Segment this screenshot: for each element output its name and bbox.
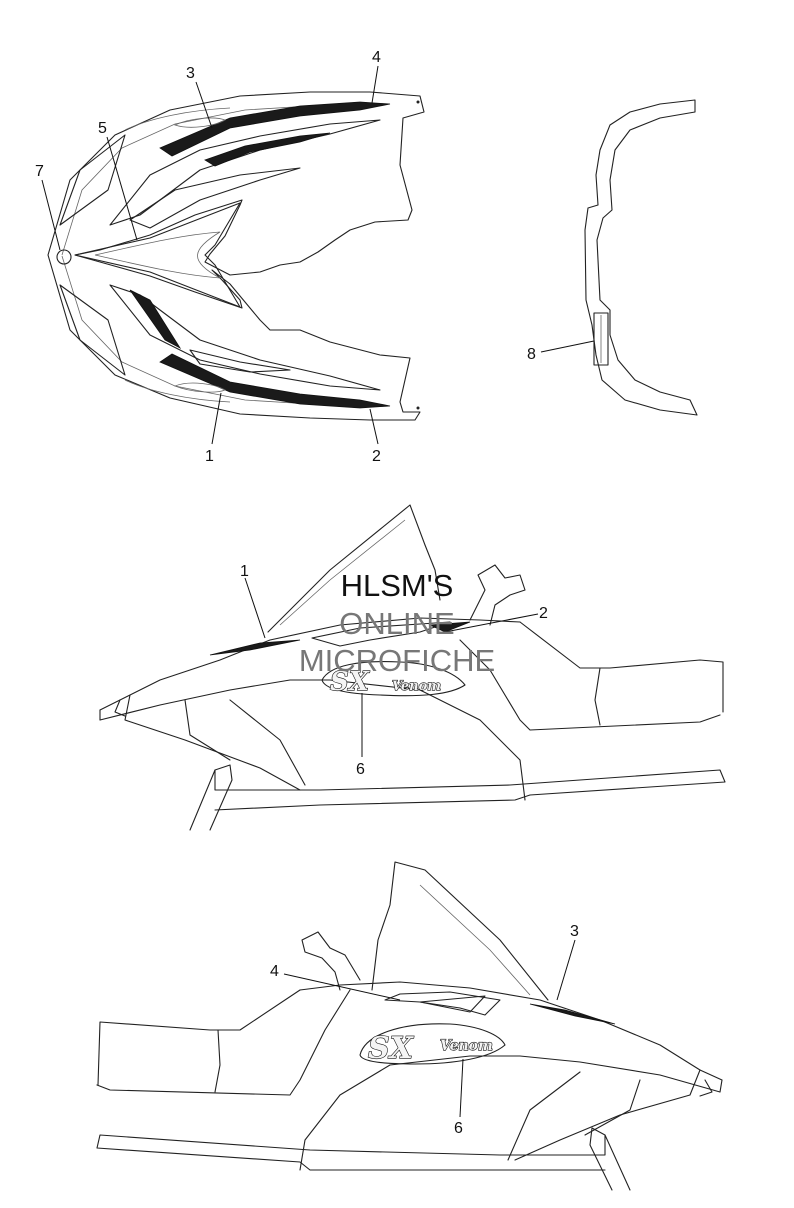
callout-top-1: 1 <box>205 448 214 465</box>
sx-venom-decal-right: SX Venom <box>359 1023 506 1067</box>
watermark: HLSM'S ONLINE MICROFICHE <box>299 568 495 678</box>
callout-right-3: 3 <box>570 923 579 940</box>
logo-venom-right: Venom <box>440 1038 493 1054</box>
side-view-left: SX Venom <box>99 504 726 831</box>
callout-top-2: 2 <box>372 448 381 465</box>
rear-panel-view <box>584 99 698 416</box>
callout-left-1: 1 <box>240 563 249 580</box>
leader-lines <box>41 65 595 1118</box>
watermark-line2: ONLINE <box>339 606 454 641</box>
callout-top-7: 7 <box>35 163 44 180</box>
callout-top-5: 5 <box>98 120 107 137</box>
hood-top-view <box>47 91 425 421</box>
callout-rear-8: 8 <box>527 346 536 363</box>
callout-top-3: 3 <box>186 65 195 82</box>
side-view-right: SX Venom <box>96 861 723 1191</box>
callout-right-4: 4 <box>270 963 279 980</box>
callout-left-2: 2 <box>539 605 548 622</box>
callout-top-4: 4 <box>372 49 381 66</box>
emblem-circle <box>56 249 72 265</box>
callout-left-6: 6 <box>356 761 365 778</box>
rear-reflector-decal <box>593 312 609 366</box>
callout-right-6: 6 <box>454 1120 463 1137</box>
logo-venom-left: Venom <box>392 679 441 694</box>
logo-sx-right: SX <box>368 1031 415 1066</box>
sx-venom-decal-left: SX Venom <box>321 661 466 698</box>
logo-sx-left: SX <box>330 667 371 697</box>
callout-numbers: 3 4 5 7 1 2 8 1 2 6 3 4 6 <box>35 49 579 1137</box>
watermark-line1: HLSM'S <box>341 568 454 603</box>
watermark-line3: MICROFICHE <box>299 643 495 678</box>
